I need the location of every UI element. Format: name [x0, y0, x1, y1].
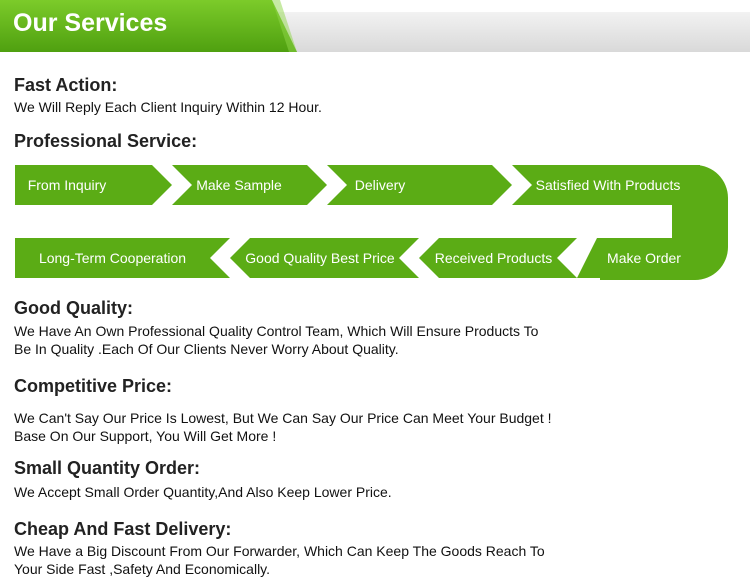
good-quality-title: Good Quality:: [14, 298, 133, 318]
small-quantity-text: We Accept Small Order Quantity,And Also …: [14, 484, 392, 500]
flow-arrow-make-sample: [172, 165, 327, 205]
cheap-delivery-line2: Your Side Fast ,Safety And Economically.: [14, 561, 271, 577]
service-process-flow: From Inquiry Make Sample Delivery Satisf…: [0, 160, 750, 285]
flow-step-from-inquiry: From Inquiry: [27, 177, 107, 193]
flow-step-good-quality: Good Quality Best Price: [245, 250, 395, 266]
flow-step-received-products: Received Products: [434, 250, 553, 266]
fast-action-title: Fast Action:: [14, 75, 118, 95]
good-quality-line1: We Have An Own Professional Quality Cont…: [14, 323, 539, 339]
page-title: Our Services: [13, 9, 168, 37]
flow-step-make-sample: Make Sample: [196, 177, 282, 193]
process-flow-graphic: [15, 165, 728, 280]
cheap-delivery-title: Cheap And Fast Delivery:: [14, 519, 232, 539]
flow-step-make-order: Make Order: [607, 250, 681, 266]
good-quality-line2: Be In Quality .Each Of Our Clients Never…: [14, 341, 399, 357]
flow-arrow-received-products: [419, 238, 577, 278]
professional-service-title: Professional Service:: [14, 131, 198, 151]
flow-arrow-from-inquiry: [15, 165, 172, 205]
fast-action-text: We Will Reply Each Client Inquiry Within…: [14, 99, 322, 115]
header-green-tab: [0, 0, 297, 52]
competitive-price-line2: Base On Our Support, You Will Get More !: [14, 428, 277, 444]
flow-step-long-term: Long-Term Cooperation: [38, 250, 187, 266]
flow-step-satisfied: Satisfied With Products: [535, 177, 681, 193]
header-banner: Our Services: [0, 0, 750, 52]
competitive-price-line1: We Can't Say Our Price Is Lowest, But We…: [14, 410, 552, 426]
flow-arrow-make-order: [577, 238, 700, 278]
cheap-delivery-line1: We Have a Big Discount From Our Forwarde…: [14, 543, 545, 559]
flow-arrow-long-term: [15, 238, 230, 278]
flow-step-delivery: Delivery: [354, 177, 406, 193]
flow-arrow-satisfied: [512, 165, 700, 205]
flow-arrow-good-quality: [230, 238, 419, 278]
flow-arrow-delivery: [327, 165, 512, 205]
competitive-price-title: Competitive Price:: [14, 376, 173, 396]
small-quantity-title: Small Quantity Order:: [14, 458, 201, 478]
